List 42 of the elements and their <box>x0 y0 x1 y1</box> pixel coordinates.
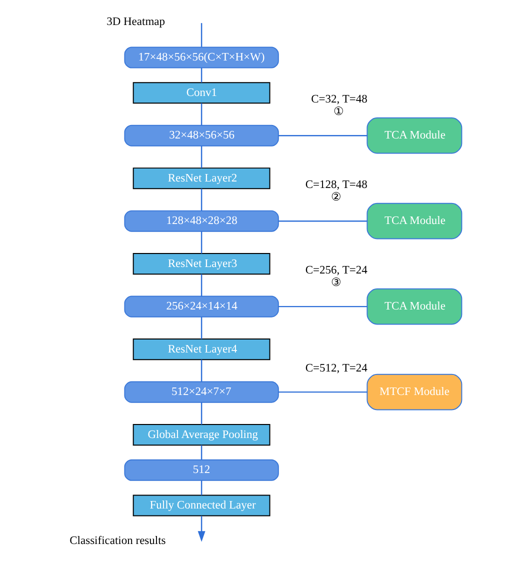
node-box: Global Average Pooling <box>132 424 270 446</box>
connector <box>200 360 202 382</box>
connector <box>200 146 202 168</box>
connector <box>278 220 368 222</box>
node-box: TCA Module <box>366 288 462 325</box>
node-label: ③ <box>330 276 342 289</box>
label: 3D Heatmap <box>106 16 166 28</box>
node-label: C=128, T=48 <box>305 178 368 191</box>
node-box: ResNet Layer3 <box>132 253 270 275</box>
node-box: 32×48×56×56 <box>124 124 279 146</box>
connector <box>278 306 368 308</box>
node-box: TCA Module <box>366 117 462 154</box>
node-box: 128×48×28×28 <box>124 210 279 232</box>
node-box: 512×24×7×7 <box>124 381 279 403</box>
connector <box>200 103 202 126</box>
node-box: MTCF Module <box>366 374 462 410</box>
node-label: ① <box>334 106 345 118</box>
node-label: C=32, T=48 <box>311 93 368 106</box>
connector <box>278 391 368 393</box>
node-box: TCA Module <box>366 202 462 240</box>
connector <box>200 188 202 211</box>
node-box: ResNet Layer2 <box>132 168 270 190</box>
node-box: Conv1 <box>132 82 270 104</box>
node-label: C=256, T=24 <box>305 264 368 276</box>
arrow <box>198 516 206 542</box>
connector <box>200 274 202 296</box>
node-label: ② <box>330 191 342 204</box>
connector <box>200 231 202 254</box>
connector <box>200 316 202 340</box>
node-box: 17×48×56×56(C×T×H×W) <box>124 46 279 68</box>
connector <box>200 23 202 47</box>
connector <box>200 445 202 460</box>
node-box: Fully Connected Layer <box>132 494 270 516</box>
node-box: 256×24×14×14 <box>124 296 279 318</box>
node-label: C=512, T=24 <box>305 362 368 374</box>
connector <box>200 480 202 496</box>
node-box: ResNet Layer4 <box>132 338 270 360</box>
label: Classification results <box>70 534 166 547</box>
connector <box>200 402 202 424</box>
connector <box>200 68 202 83</box>
connector <box>278 134 368 136</box>
node-box: 512 <box>124 459 279 481</box>
